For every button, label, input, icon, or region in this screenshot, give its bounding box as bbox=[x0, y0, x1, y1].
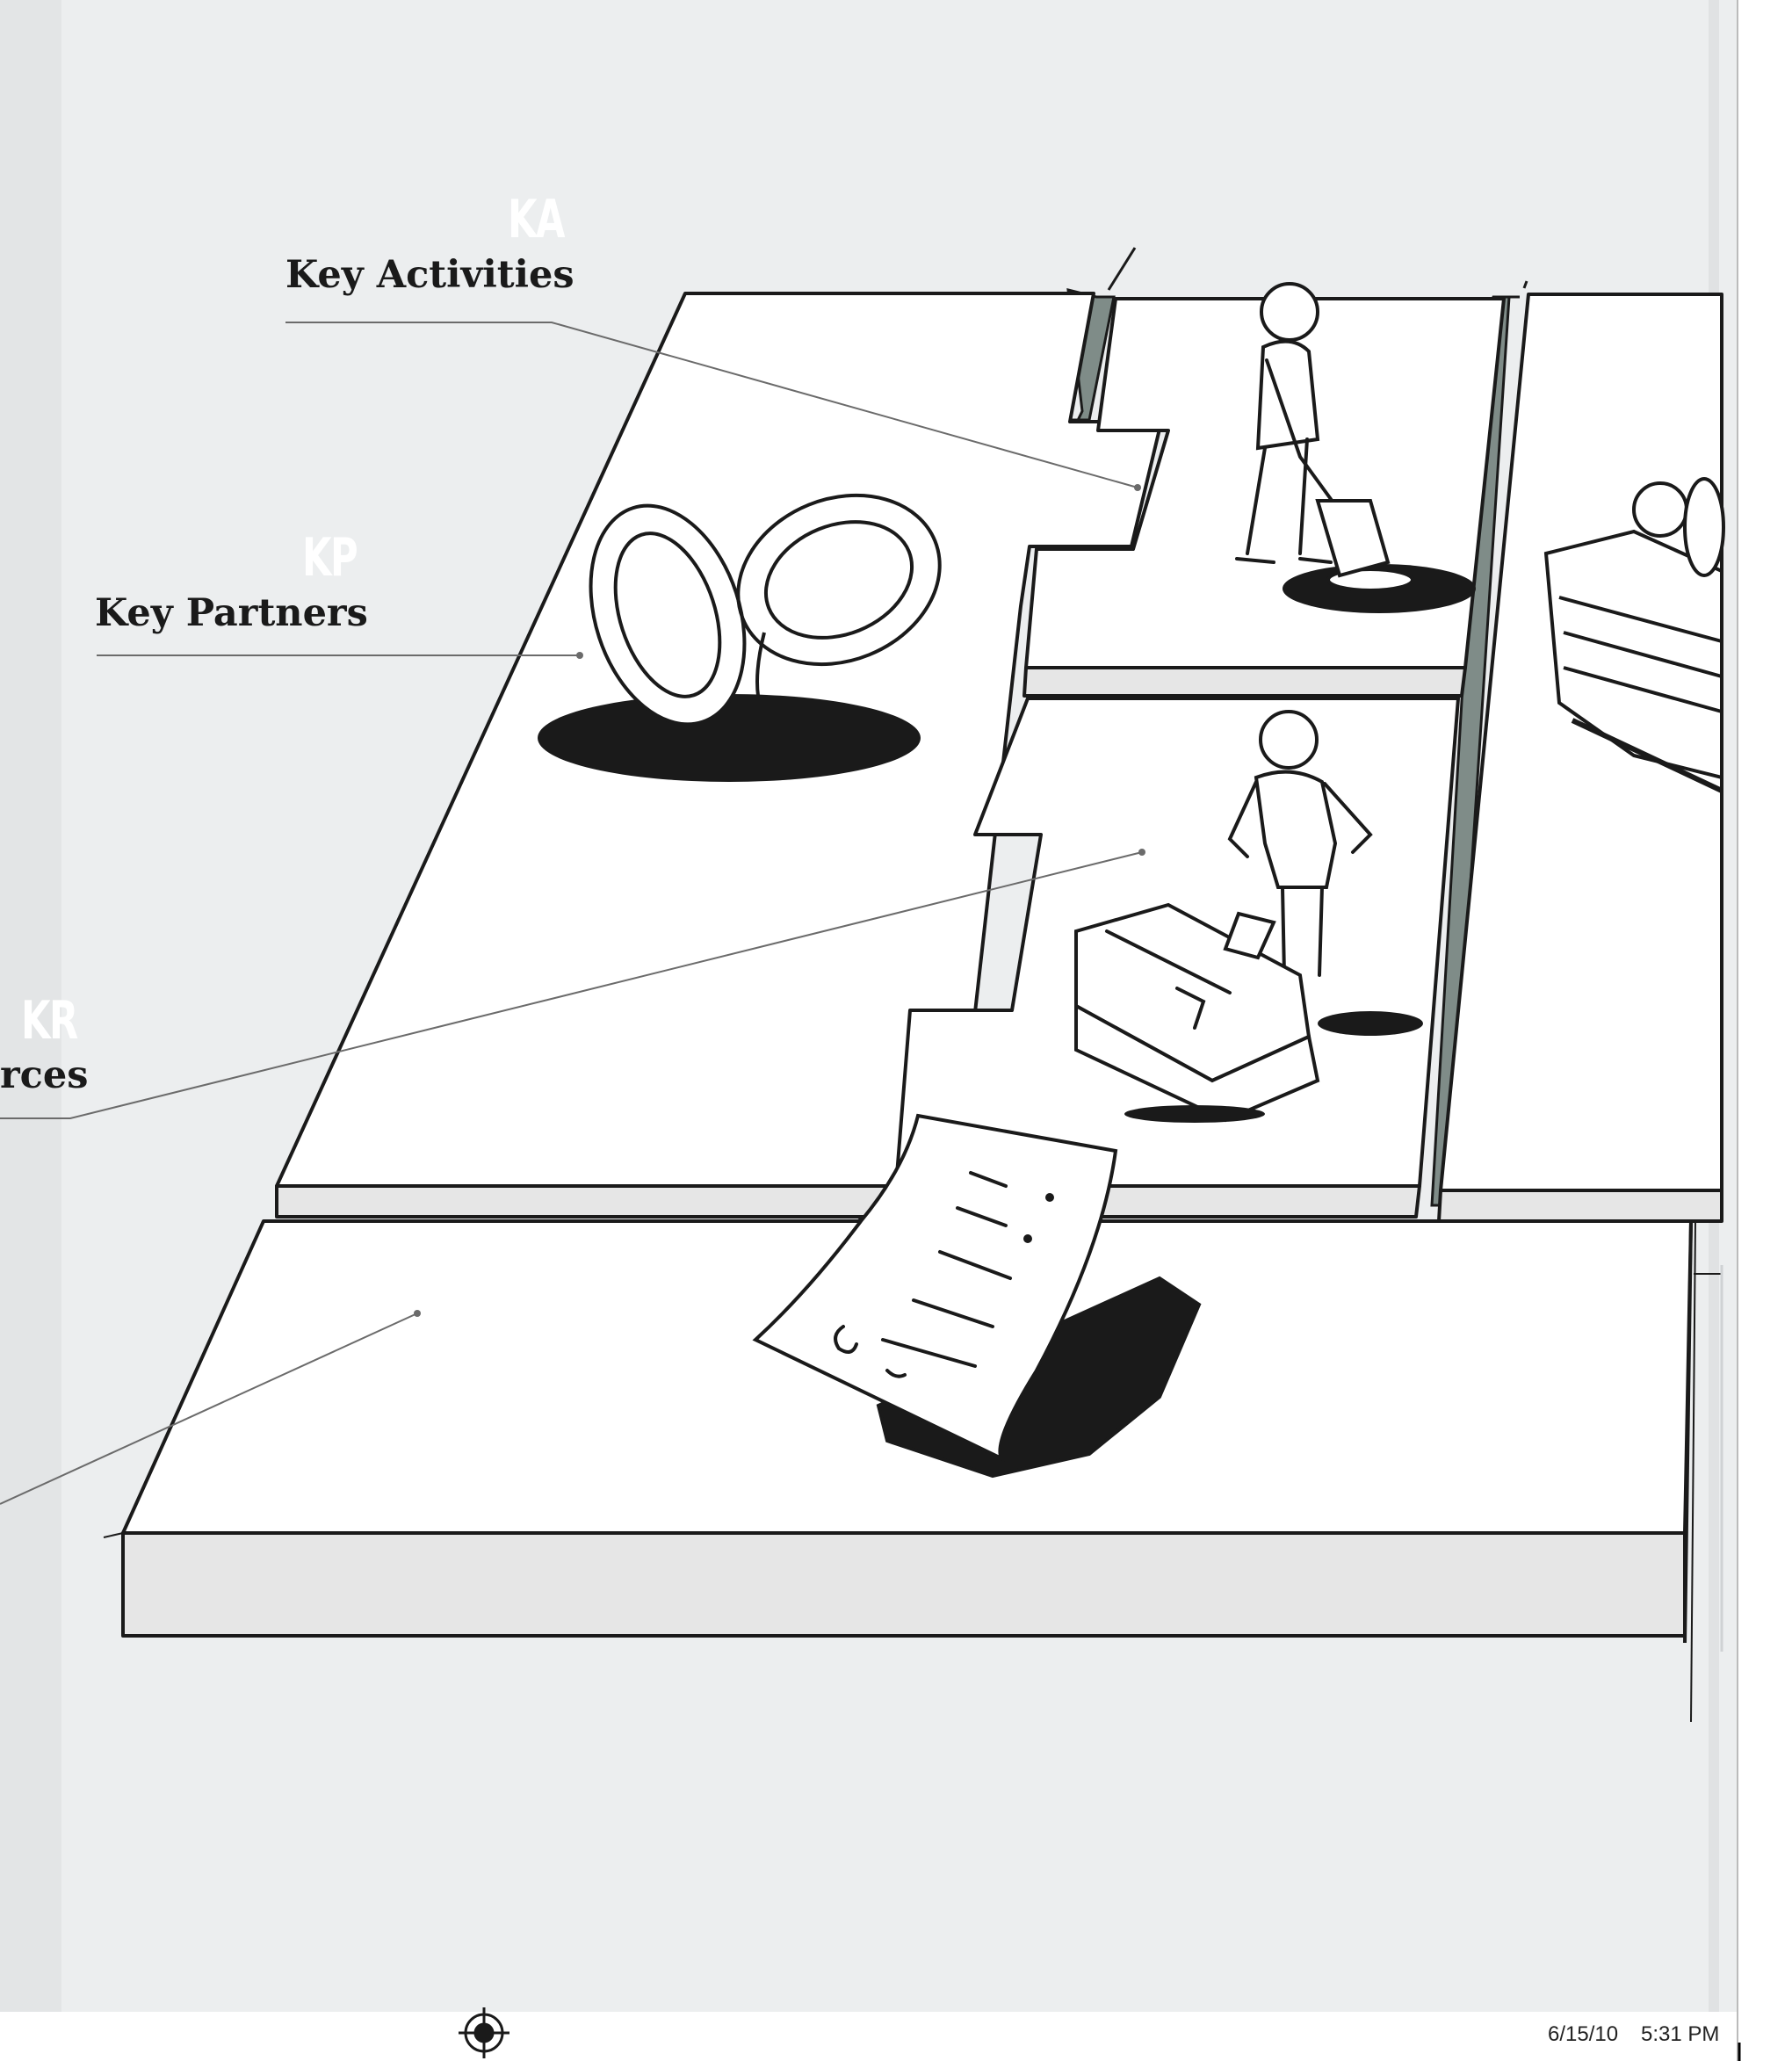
label-leader-lines bbox=[0, 322, 1143, 1505]
key-activities-label: Key Activities bbox=[285, 253, 574, 297]
key-resources-label: rces bbox=[0, 1053, 89, 1097]
worker-with-boxes-icon bbox=[1074, 710, 1423, 1123]
gift-box-icon bbox=[1543, 477, 1725, 793]
key-resources-code: KR bbox=[21, 990, 78, 1052]
worker-digging-icon bbox=[1235, 282, 1476, 613]
key-partners-label: Key Partners bbox=[95, 591, 368, 635]
registration-mark-icon bbox=[459, 2007, 509, 2058]
interlocking-rings-icon bbox=[538, 493, 942, 782]
footer-date: 6/15/10 bbox=[1548, 2022, 1619, 2046]
cost-document-icon bbox=[752, 1113, 1202, 1479]
footer-time: 5:31 PM bbox=[1641, 2022, 1720, 2046]
key-partners-code: KP bbox=[302, 527, 358, 589]
key-activities-code: KA bbox=[508, 189, 565, 250]
